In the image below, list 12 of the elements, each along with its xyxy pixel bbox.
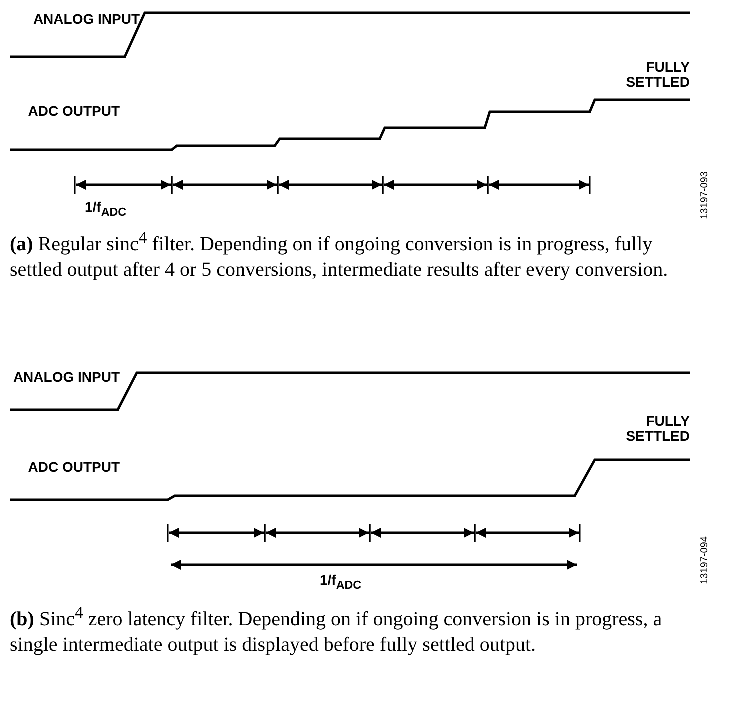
signal-label: ADC OUTPUT: [27, 460, 120, 475]
caption: (a) Regular sinc$^{4}$ filter. Depending on if ongoing conversion is in progress, fully settled output after 4 or 5 conversions, intermediate results after every conversion.: [10, 227, 670, 283]
figure-code: 13197-094: [700, 536, 710, 586]
signal-label: ADC OUTPUT: [27, 104, 120, 119]
signal-label: ANALOG INPUT: [12, 370, 120, 385]
signal-label: ANALOG INPUT: [32, 12, 140, 27]
figure-code: 13197-093: [700, 170, 710, 222]
period-label: 1/f$_{ADC}$: [320, 573, 363, 593]
signal-label: FULLY SETTLED: [625, 414, 690, 444]
signal-label: FULLY SETTLED: [625, 60, 690, 90]
caption: (b) Sinc$^{4}$ zero latency filter. Depending on if ongoing conversion is in progress, a single intermediate output is displayed before fully settled output.: [10, 602, 664, 658]
period-label: 1/f$_{ADC}$: [85, 200, 128, 220]
